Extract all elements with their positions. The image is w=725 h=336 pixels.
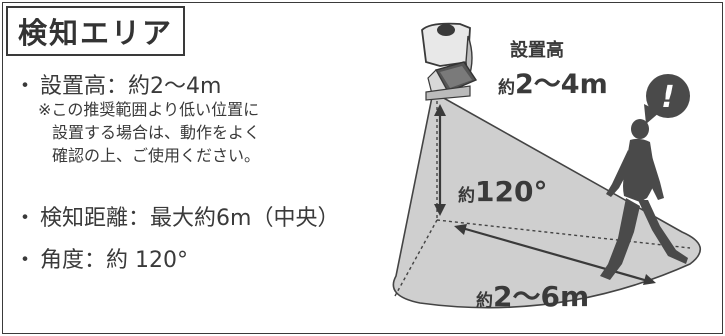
height-caption: 設置高	[510, 39, 564, 61]
angle-label: 約120°	[458, 175, 547, 208]
spec-detection-distance: ・検知距離：最大約6m（中央）	[14, 200, 339, 232]
height-arrow	[434, 104, 446, 216]
spec-distance-text: 検知距離：最大約6m（中央）	[40, 206, 340, 231]
bullet: ・	[14, 248, 37, 273]
title-box: 検知エリア	[6, 6, 186, 56]
installation-note: ※この推奨範囲より低い位置に 設置する場合は、動作をよく 確認の上、ご使用くださ…	[38, 98, 260, 167]
height-label: 約2〜4m	[498, 69, 608, 100]
solar-light-icon	[421, 22, 478, 101]
floor-guide-right	[436, 219, 691, 249]
walking-person-icon	[600, 119, 688, 280]
alert-bubble-icon: !	[644, 74, 690, 124]
distance-arrow	[454, 224, 656, 285]
spec-angle: ・角度：約 120°	[14, 242, 188, 274]
note-line-2: 設置する場合は、動作をよく	[52, 123, 261, 142]
detection-area-illustration: ! 設置高 約2〜4m 約120° 約2〜6m	[392, 22, 701, 313]
note-line-3: 確認の上、ご使用ください。	[52, 146, 261, 165]
page-title: 検知エリア	[18, 16, 174, 50]
distance-label: 約2〜6m	[476, 280, 589, 313]
floor-guide-left	[394, 219, 438, 297]
note-line-1: ※この推奨範囲より低い位置に	[38, 100, 260, 119]
alert-symbol: !	[661, 80, 675, 115]
spec-installation-height: ・設置高：約2〜4m	[14, 68, 221, 100]
spec-angle-text: 角度：約 120°	[40, 248, 189, 273]
spec-height-text: 設置高：約2〜4m	[40, 74, 222, 99]
bullet: ・	[14, 74, 37, 99]
bullet: ・	[14, 206, 37, 231]
